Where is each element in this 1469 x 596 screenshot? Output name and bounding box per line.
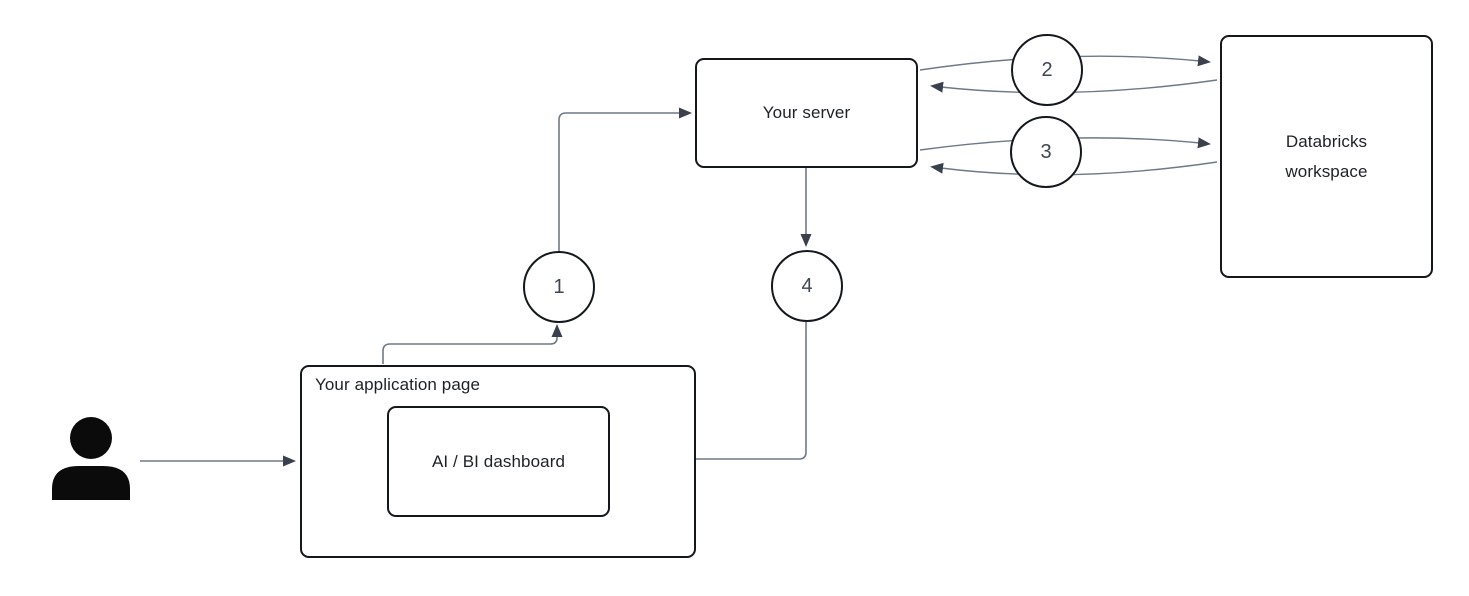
step-circle-1: 1 <box>523 251 595 323</box>
dashboard-box: AI / BI dashboard <box>387 406 610 517</box>
step-circle-4: 4 <box>771 250 843 322</box>
server-label: Your server <box>762 103 851 122</box>
workspace-label: Databricks workspace <box>1285 131 1368 181</box>
arrow-step4-to-dashboard <box>617 322 807 465</box>
arrow-step1-to-server <box>558 107 692 251</box>
step-circle-3: 3 <box>1010 116 1082 188</box>
workspace-box: Databricks workspace <box>1220 35 1433 278</box>
step-number-3: 3 <box>1040 140 1052 163</box>
arrow-app-to-step1 <box>382 324 563 364</box>
person-icon <box>52 417 130 500</box>
server-box: Your server <box>695 58 918 168</box>
step-number-2: 2 <box>1041 58 1053 81</box>
dashboard-label: AI / BI dashboard <box>431 451 566 471</box>
application-page-label: Your application page <box>315 375 480 394</box>
step-number-4: 4 <box>801 274 813 297</box>
step-number-1: 1 <box>553 275 565 298</box>
step-circle-2: 2 <box>1011 34 1083 106</box>
